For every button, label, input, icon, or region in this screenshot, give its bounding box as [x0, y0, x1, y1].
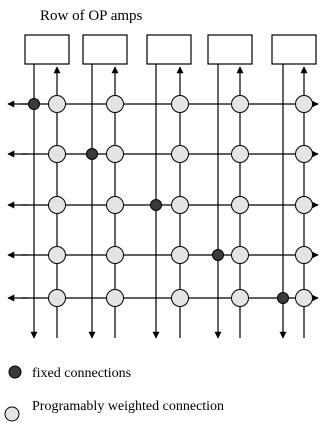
fixed-connection-legend-icon	[8, 365, 22, 379]
weighted-connection-node	[231, 196, 249, 214]
weighted-connection-node	[171, 196, 189, 214]
op-amp-row	[24, 34, 317, 65]
weighted-connection-node	[231, 95, 249, 113]
fixed-connection-node	[277, 292, 289, 304]
weighted-connection-node	[48, 95, 66, 113]
fixed-connection-node	[150, 199, 162, 211]
weighted-connection-node	[48, 246, 66, 264]
weighted-connection-node	[106, 246, 124, 264]
weighted-connection-node	[295, 95, 313, 113]
vertical-lines	[30, 64, 308, 339]
weighted-connection-node	[106, 145, 124, 163]
weighted-connection-node	[295, 246, 313, 264]
weighted-connection-node	[48, 145, 66, 163]
op-amp-box	[207, 34, 253, 65]
op-amp-box	[271, 34, 317, 65]
op-amp-box	[146, 34, 192, 65]
legend: fixed connections Programably weighted c…	[4, 365, 224, 422]
connection-nodes	[28, 95, 313, 307]
weighted-connection-node	[106, 289, 124, 307]
weighted-connection-node	[171, 289, 189, 307]
weighted-connection-node	[171, 145, 189, 163]
op-amp-box	[24, 34, 70, 65]
weighted-connection-node	[171, 246, 189, 264]
weighted-connection-node	[231, 246, 249, 264]
diagram-title: Row of OP amps	[40, 8, 143, 24]
weighted-connection-legend-label: Programably weighted connection	[32, 399, 224, 414]
weighted-connection-node	[295, 145, 313, 163]
weighted-connection-node	[231, 289, 249, 307]
weighted-connection-node	[231, 145, 249, 163]
fixed-connection-node	[86, 148, 98, 160]
fixed-connection-node	[28, 98, 40, 110]
weighted-connection-node	[106, 95, 124, 113]
weighted-connection-node	[171, 95, 189, 113]
weighted-connection-node	[106, 196, 124, 214]
fixed-connection-node	[212, 249, 224, 261]
weighted-connection-node	[295, 289, 313, 307]
fixed-connection-legend-label: fixed connections	[32, 366, 131, 381]
weighted-connection-node	[48, 289, 66, 307]
weighted-connection-legend-icon	[4, 406, 20, 422]
weighted-connection-node	[295, 196, 313, 214]
weighted-connection-node	[48, 196, 66, 214]
op-amp-box	[82, 34, 128, 65]
